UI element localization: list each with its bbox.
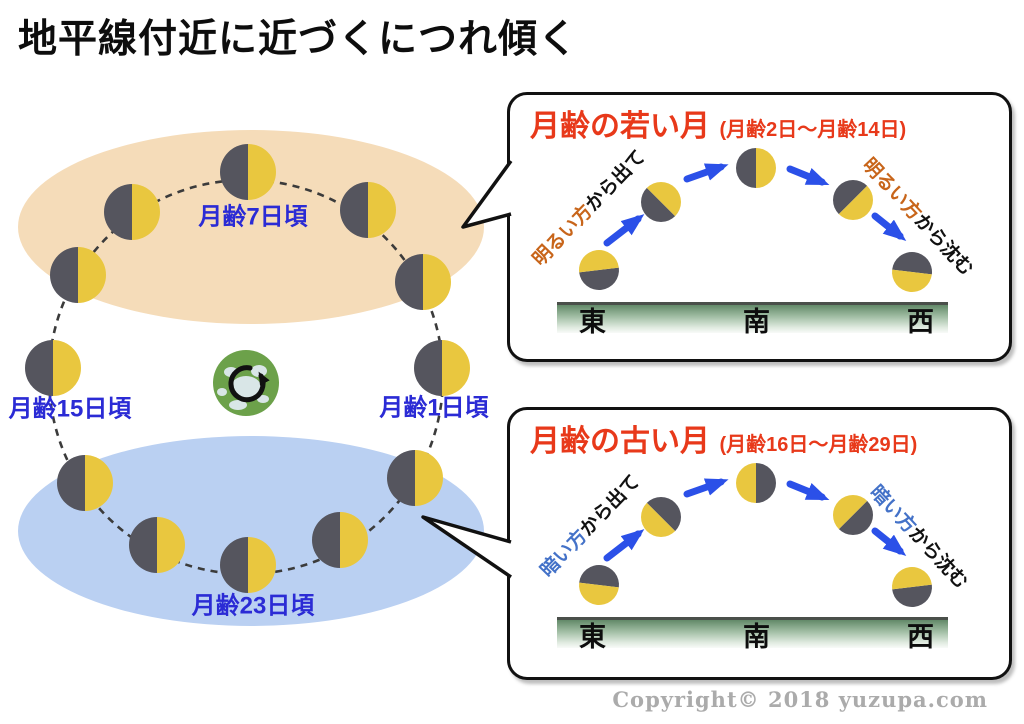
earth-rotation-arrow xyxy=(228,365,270,403)
orbit-label-age1: 月齢1日頃 xyxy=(379,394,489,422)
old-moon-panel-title: 月齢の古い月 xyxy=(530,425,710,458)
west-label: 西 xyxy=(907,306,934,337)
young-moon-arrows xyxy=(603,163,907,247)
east-label: 東 xyxy=(579,306,606,337)
old-moon-arrows xyxy=(603,478,907,562)
young-moon-panel: 月齢の若い月 (月齢2日〜月齢14日) 明るい方から出て 明るい方から沈む xyxy=(507,92,1012,362)
earth-icon xyxy=(213,350,279,416)
young-moon-panel-subtitle: (月齢2日〜月齢14日) xyxy=(719,119,907,141)
south-label: 南 xyxy=(743,306,770,337)
old-moon-horizon-bar: 東 南 西 xyxy=(557,617,948,652)
east-label: 東 xyxy=(579,621,606,652)
south-label: 南 xyxy=(743,621,770,652)
young-moon-arc-art xyxy=(576,148,935,295)
page-title: 地平線付近に近づくにつれ傾く xyxy=(18,18,579,61)
copyright-text: Copyright© 2018 yuzupa.com xyxy=(612,687,988,712)
young-moon-panel-header: 月齢の若い月 (月齢2日〜月齢14日) xyxy=(530,101,906,145)
old-moon-panel-subtitle: (月齢16日〜月齢29日) xyxy=(719,434,918,456)
west-label: 西 xyxy=(907,621,934,652)
old-moon-arc-art xyxy=(576,463,935,610)
old-moon-panel: 月齢の古い月 (月齢16日〜月齢29日) 暗い方から出て 暗い方から沈む xyxy=(507,407,1012,680)
young-moon-panel-title: 月齢の若い月 xyxy=(530,110,710,143)
orbit-label-age23: 月齢23日頃 xyxy=(191,592,315,620)
old-moon-panel-header: 月齢の古い月 (月齢16日〜月齢29日) xyxy=(530,416,917,460)
orbit-label-age7: 月齢7日頃 xyxy=(198,203,308,231)
orbit-label-age15: 月齢15日頃 xyxy=(8,395,132,423)
young-moon-horizon-bar: 東 南 西 xyxy=(557,302,948,337)
day-side-ellipse xyxy=(18,130,484,324)
night-side-ellipse xyxy=(18,436,484,626)
